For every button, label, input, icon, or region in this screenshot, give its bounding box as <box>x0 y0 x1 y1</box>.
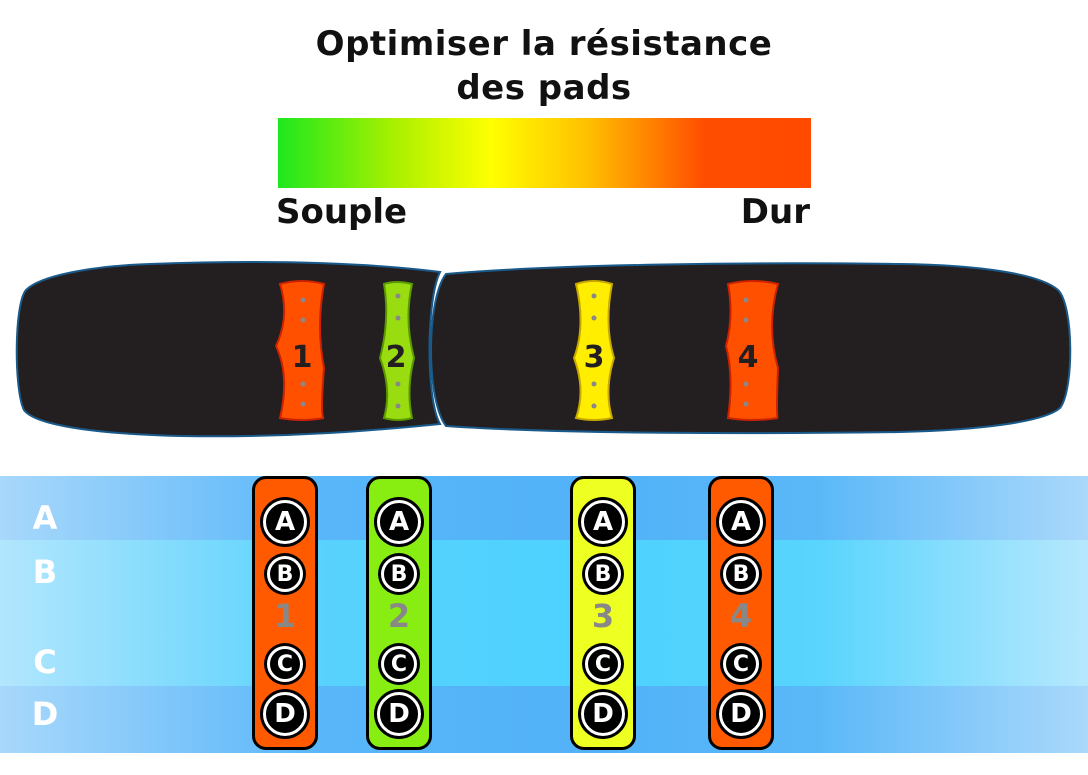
pad-1-position-a[interactable]: A <box>260 497 310 547</box>
pad-3-position-d[interactable]: D <box>578 689 628 739</box>
pad-column-2: A B 2 C D <box>366 476 432 750</box>
pad-4-position-a[interactable]: A <box>716 497 766 547</box>
band-bc <box>0 540 1088 686</box>
pad-1-position-c[interactable]: C <box>264 643 306 685</box>
row-label-b: B <box>32 553 58 591</box>
pad-4-position-d[interactable]: D <box>716 689 766 739</box>
board-section-left <box>15 261 442 438</box>
pad-1-position-b[interactable]: B <box>264 553 306 595</box>
pad-column-3: A B 3 C D <box>570 476 636 750</box>
pad-column-1: A B 1 C D <box>252 476 318 750</box>
board-pad-1-number: 1 <box>292 340 313 375</box>
pad-3-number: 3 <box>591 597 615 635</box>
band-a <box>0 476 1088 540</box>
pad-2-position-b[interactable]: B <box>378 553 420 595</box>
row-label-a: A <box>32 499 58 537</box>
pad-column-4: A B 4 C D <box>708 476 774 750</box>
pad-3-position-b[interactable]: B <box>582 553 624 595</box>
pad-4-position-c[interactable]: C <box>720 643 762 685</box>
board-pad-2-number: 2 <box>386 340 407 375</box>
pad-2-position-c[interactable]: C <box>378 643 420 685</box>
diagram-title: Optimiser la résistance des pads <box>0 22 1088 110</box>
pad-3-position-a[interactable]: A <box>578 497 628 547</box>
row-label-c: C <box>33 643 57 681</box>
pad-4-number: 4 <box>729 597 753 635</box>
board-pad-4: 4 <box>724 280 780 421</box>
band-d <box>0 686 1088 753</box>
pad-3-position-c[interactable]: C <box>582 643 624 685</box>
scale-label-hard: Dur <box>740 192 810 232</box>
title-line-1: Optimiser la résistance <box>315 24 773 64</box>
row-label-d: D <box>31 695 59 733</box>
title-line-2: des pads <box>456 68 632 108</box>
position-grid <box>0 476 1088 753</box>
board-pad-3: 3 <box>572 280 616 421</box>
pad-2-position-d[interactable]: D <box>374 689 424 739</box>
pad-4-position-b[interactable]: B <box>720 553 762 595</box>
board-pad-3-number: 3 <box>584 340 605 375</box>
pad-2-position-a[interactable]: A <box>374 497 424 547</box>
pad-2-number: 2 <box>387 597 411 635</box>
scale-label-soft: Souple <box>276 192 408 232</box>
hardness-gradient-bar <box>278 118 811 188</box>
snowboard-top-view: 1 2 3 4 <box>15 261 1072 438</box>
board-pad-1: 1 <box>274 280 326 421</box>
board-pad-2: 2 <box>378 281 416 421</box>
pad-1-number: 1 <box>273 597 297 635</box>
board-pad-4-number: 4 <box>738 340 759 375</box>
pad-1-position-d[interactable]: D <box>260 689 310 739</box>
